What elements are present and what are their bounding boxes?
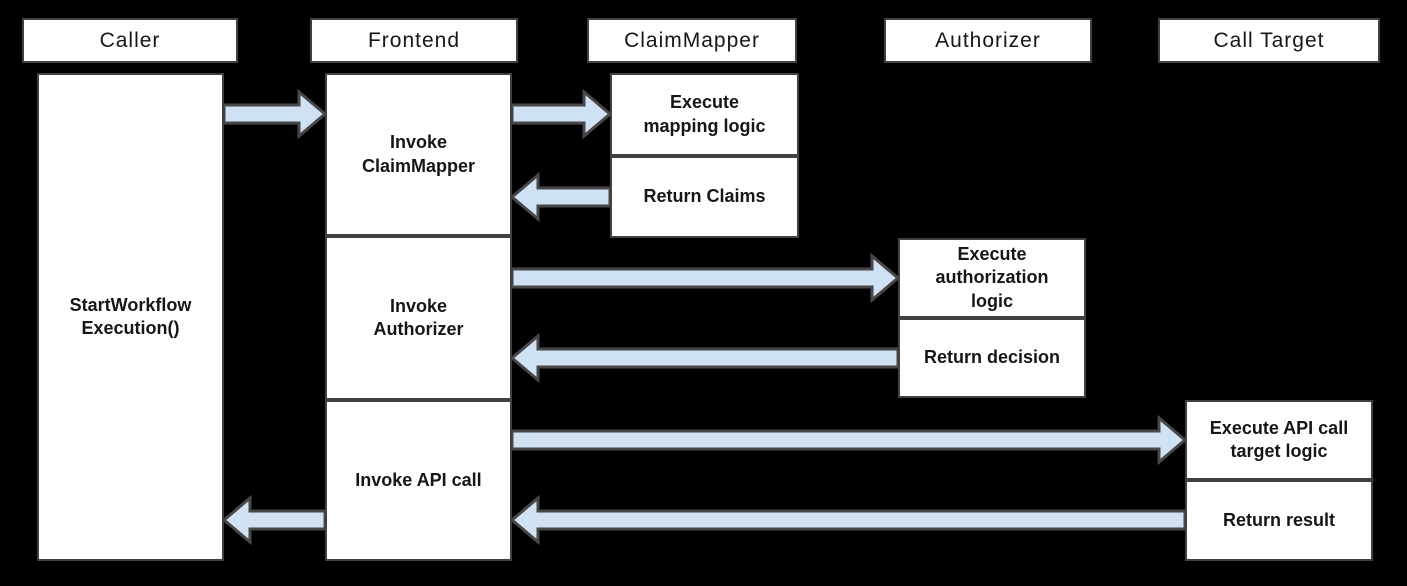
activation-caller-label: StartWorkflow Execution() bbox=[69, 294, 192, 338]
activation-authorizer-execute-authorization-logic-label: Execute authorization logic bbox=[935, 243, 1049, 311]
activation-claimmapper-execute-mapping-logic-label: Execute mapping logic bbox=[643, 92, 766, 136]
actor-label-caller: Caller bbox=[99, 28, 161, 52]
actor-label-authorizer: Authorizer bbox=[935, 28, 1041, 52]
activation-frontend-invoke-api-call: Invoke API call bbox=[325, 400, 512, 561]
actor-header-calltarget: Call Target bbox=[1158, 18, 1380, 63]
actor-header-claimmapper: ClaimMapper bbox=[587, 18, 797, 63]
activation-frontend-invoke-authorizer-label: Invoke Authorizer bbox=[373, 295, 464, 339]
message-arrow-frontend-to-caller bbox=[221, 494, 327, 546]
message-arrow-frontend-to-calltarget bbox=[510, 414, 1188, 466]
actor-label-claimmapper: ClaimMapper bbox=[624, 28, 760, 52]
activation-authorizer-return-decision: Return decision bbox=[898, 318, 1086, 398]
actor-header-caller: Caller bbox=[22, 18, 238, 63]
activation-claimmapper-return-claims-label: Return Claims bbox=[643, 186, 766, 207]
activation-authorizer-return-decision-label: Return decision bbox=[923, 347, 1061, 368]
actor-label-calltarget: Call Target bbox=[1213, 28, 1325, 52]
activation-calltarget-return-result: Return result bbox=[1185, 480, 1373, 561]
activation-calltarget-execute-api-call-target-logic: Execute API call target logic bbox=[1185, 400, 1373, 480]
message-arrow-authorizer-to-frontend bbox=[509, 332, 900, 384]
activation-frontend-invoke-claimmapper-label: Invoke ClaimMapper bbox=[361, 132, 476, 176]
activation-claimmapper-execute-mapping-logic: Execute mapping logic bbox=[610, 73, 799, 156]
message-arrow-claimmapper-to-frontend bbox=[509, 171, 612, 223]
actor-header-authorizer: Authorizer bbox=[884, 18, 1092, 63]
message-arrow-calltarget-to-frontend bbox=[509, 494, 1187, 546]
activation-calltarget-execute-api-call-target-logic-label: Execute API call target logic bbox=[1209, 417, 1349, 461]
message-arrow-frontend-to-authorizer bbox=[510, 252, 901, 304]
activation-calltarget-return-result-label: Return result bbox=[1222, 509, 1336, 530]
message-arrow-caller-to-frontend bbox=[222, 88, 328, 140]
message-arrow-frontend-to-claimmapper bbox=[510, 88, 613, 140]
activation-claimmapper-return-claims: Return Claims bbox=[610, 156, 799, 238]
activation-frontend-invoke-authorizer: Invoke Authorizer bbox=[325, 236, 512, 400]
actor-label-frontend: Frontend bbox=[367, 28, 461, 52]
activation-caller: StartWorkflow Execution() bbox=[37, 73, 224, 561]
activation-authorizer-execute-authorization-logic: Execute authorization logic bbox=[898, 238, 1086, 318]
activation-frontend-invoke-claimmapper: Invoke ClaimMapper bbox=[325, 73, 512, 236]
actor-header-frontend: Frontend bbox=[310, 18, 518, 63]
activation-frontend-invoke-api-call-label: Invoke API call bbox=[355, 469, 482, 490]
